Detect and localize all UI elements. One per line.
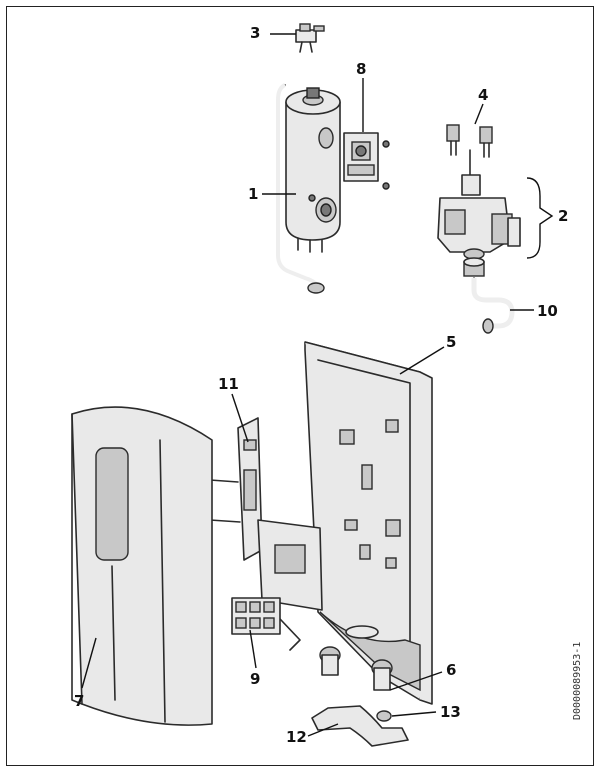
callout-11: 11 — [218, 375, 239, 393]
leader-11 — [231, 393, 249, 443]
drawing-code: D0000089953-1 — [572, 642, 583, 720]
leader-7 — [81, 637, 97, 689]
part-9-terminal-block — [231, 597, 281, 635]
callout-7: 7 — [74, 692, 84, 710]
bracket-2 — [526, 177, 554, 259]
leader-6 — [389, 671, 443, 691]
part-7-front-cover — [71, 406, 213, 726]
part-12-mounting-plate — [311, 705, 409, 747]
part-2-flow-valve — [437, 149, 521, 260]
callout-9: 9 — [250, 670, 260, 688]
leader-13 — [391, 711, 437, 717]
leader-5 — [399, 346, 445, 375]
callout-12: 12 — [286, 728, 307, 746]
callout-4: 4 — [478, 86, 488, 104]
part-11-bracket — [209, 417, 323, 651]
callout-3: 3 — [250, 24, 260, 42]
part-1-heating-element — [276, 83, 341, 294]
callout-6: 6 — [446, 661, 456, 679]
callout-5: 5 — [446, 333, 456, 351]
part-8-safety-cutout — [343, 132, 390, 190]
leader-12 — [307, 723, 339, 737]
leader-4 — [474, 103, 484, 125]
callout-2: 2 — [558, 207, 568, 225]
part-13-seal — [376, 710, 392, 722]
part-5-back-panel — [304, 341, 433, 705]
leader-9 — [249, 629, 257, 669]
callout-10: 10 — [537, 302, 558, 320]
callout-13: 13 — [440, 703, 461, 721]
callout-8: 8 — [356, 60, 366, 78]
callout-1: 1 — [248, 185, 258, 203]
part-4-connectors — [446, 124, 493, 158]
part-3-thermostat — [295, 23, 325, 53]
part-10-hose — [463, 257, 515, 334]
part-6-fittings — [319, 646, 393, 691]
